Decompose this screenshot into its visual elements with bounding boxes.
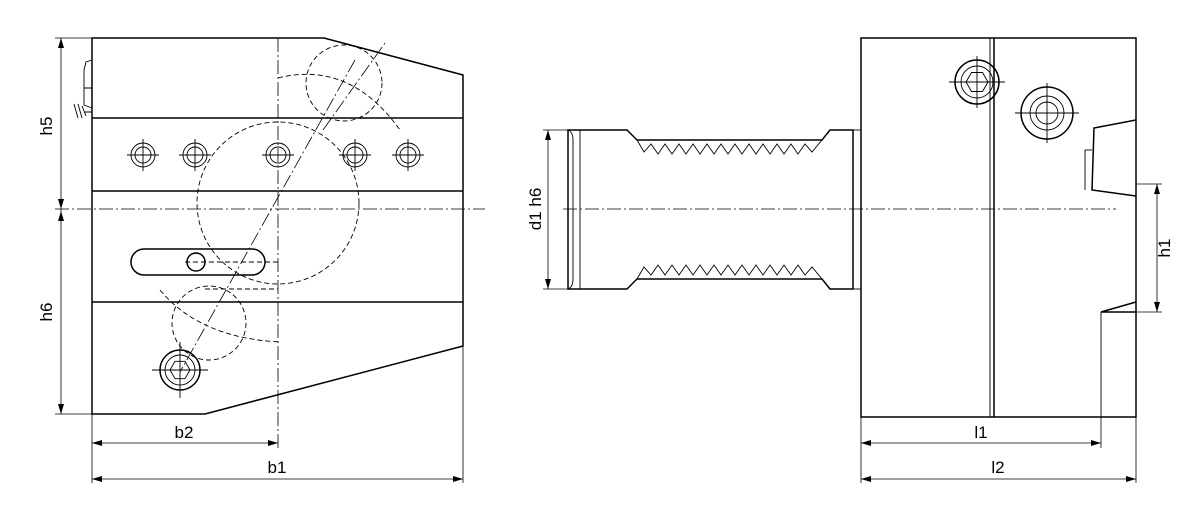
- screw-icon: [262, 142, 294, 168]
- screw-icon: [179, 139, 211, 171]
- screw-icon: [127, 139, 159, 171]
- socket-screw-icon: [152, 342, 208, 398]
- serration-bottom: [636, 264, 823, 280]
- label-h1: h1: [1155, 239, 1174, 258]
- front-body-outline: [91, 37, 464, 415]
- label-d1: d1 h6: [526, 188, 545, 231]
- label-l2: l2: [991, 458, 1004, 477]
- side-body-outline: [860, 37, 1137, 418]
- slot-with-pin: [130, 248, 266, 276]
- label-b1: b1: [268, 458, 287, 477]
- socket-screw-icon: [949, 56, 1005, 108]
- socket-screw-icon: [1015, 83, 1079, 143]
- screw-row: [127, 139, 424, 171]
- dimension-labels: h5 h6 b2 b1 d1 h6 h1 l1 l2: [37, 117, 1174, 477]
- label-h6: h6: [37, 303, 56, 322]
- screw-icon: [339, 139, 371, 171]
- screw-icon: [392, 139, 424, 171]
- front-view: [55, 37, 485, 448]
- serration-top: [636, 139, 823, 155]
- dimensions: [55, 37, 1162, 483]
- label-b2: b2: [175, 423, 194, 442]
- shank: [567, 129, 861, 290]
- label-l1: l1: [974, 423, 987, 442]
- label-h5: h5: [37, 117, 56, 136]
- side-view: [563, 37, 1137, 418]
